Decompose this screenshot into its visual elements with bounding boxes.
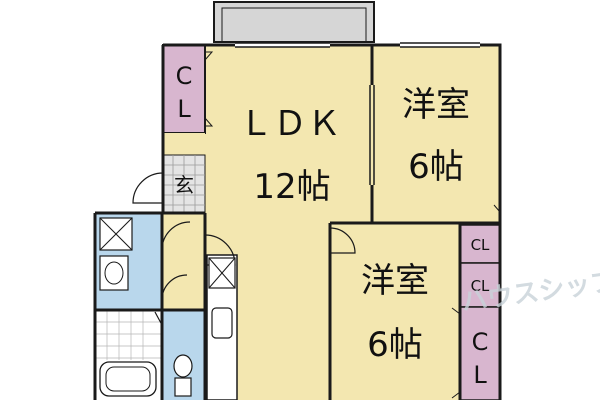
western-room-1-size: 6帖 (408, 147, 464, 187)
closet-door-marks (204, 51, 501, 399)
sink-icon (99, 255, 129, 291)
balcony-inner (221, 7, 367, 43)
toilet-icon (173, 354, 193, 397)
door-swings (132, 172, 356, 326)
western-room-1-name: 洋室 (402, 85, 470, 125)
closet-large-label-l: L (473, 361, 487, 389)
closet-small-2-label: CL (471, 277, 490, 295)
ldk-closet-label-l: L (177, 95, 191, 123)
western-room-1-floor (372, 45, 500, 223)
closet-large-label-c: C (472, 328, 489, 356)
western-room-2-floor (330, 223, 460, 400)
entrance-label: 玄 (174, 173, 194, 197)
washer-icon (99, 217, 133, 251)
western-room-2-name: 洋室 (361, 261, 429, 301)
kitchen-sink-icon (211, 307, 233, 339)
closet-small-1-label: CL (471, 236, 490, 254)
entrance-tile-grid (163, 155, 205, 213)
fridge-icon (208, 257, 236, 289)
western-room-2-size: 6帖 (367, 325, 423, 365)
ldk-name: ＬＤＫ (239, 104, 341, 144)
windows (235, 42, 480, 185)
ldk-size: 12帖 (253, 167, 330, 207)
bathtub-icon (99, 361, 157, 397)
balcony (213, 1, 375, 43)
ldk-closet-label-c: C (176, 62, 193, 90)
bathroom-tile-grid (95, 310, 162, 360)
